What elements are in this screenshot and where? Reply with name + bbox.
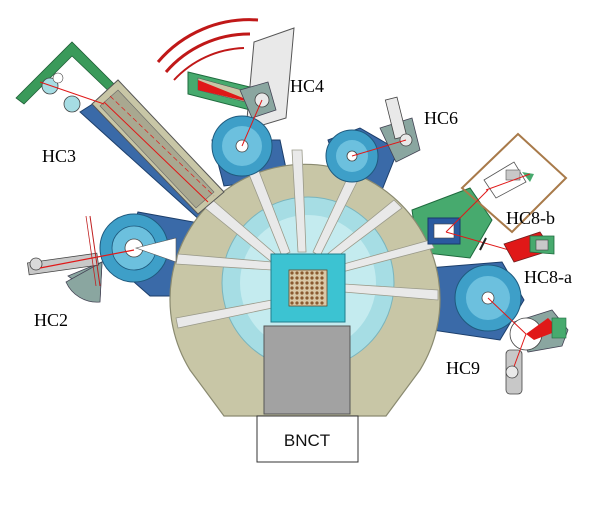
hc4-shield-arcs	[156, 18, 259, 63]
fuel-element	[295, 281, 299, 285]
fuel-element	[295, 271, 299, 275]
fuel-element	[310, 296, 314, 300]
beamline-hc8	[427, 132, 568, 263]
fuel-element	[320, 281, 324, 285]
fuel-element	[290, 281, 294, 285]
fuel-element	[300, 276, 304, 280]
fuel-element	[295, 291, 299, 295]
beam-port-labels: HC2 HC3 HC4 HC6 HC8-b HC8-a HC9	[34, 76, 572, 378]
fuel-element	[315, 286, 319, 290]
beamline-hc3	[15, 41, 225, 215]
fuel-element	[315, 276, 319, 280]
fuel-element	[290, 286, 294, 290]
reactor-core	[270, 253, 346, 323]
beamline-hc9	[454, 264, 569, 395]
fuel-element	[305, 286, 309, 290]
fuel-element	[315, 301, 319, 305]
label-hc2: HC2	[34, 310, 68, 330]
fuel-element	[320, 301, 324, 305]
beamline-hc4	[156, 18, 295, 177]
hc8b-frame	[460, 132, 568, 234]
fuel-element	[320, 291, 324, 295]
fuel-element	[315, 281, 319, 285]
bnct-column: BNCT	[256, 325, 359, 463]
fuel-element	[310, 286, 314, 290]
beamline-hc2	[27, 213, 177, 303]
fuel-element	[310, 271, 314, 275]
fuel-element	[305, 296, 309, 300]
fuel-element	[300, 296, 304, 300]
fuel-element	[310, 301, 314, 305]
fuel-element	[295, 286, 299, 290]
fuel-element	[300, 291, 304, 295]
fuel-element	[290, 291, 294, 295]
label-hc6: HC6	[424, 108, 458, 128]
bnct-box	[256, 415, 359, 463]
fuel-element	[290, 301, 294, 305]
beamline-hc6	[325, 96, 421, 183]
fuel-element	[305, 291, 309, 295]
fuel-element	[305, 301, 309, 305]
fuel-elements	[290, 271, 324, 305]
fuel-element	[315, 296, 319, 300]
fuel-element	[290, 296, 294, 300]
fuel-element	[300, 281, 304, 285]
fuel-element	[300, 301, 304, 305]
label-hc8b: HC8-b	[506, 208, 555, 228]
fuel-element	[320, 296, 324, 300]
label-hc3: HC3	[42, 146, 76, 166]
fuel-element	[310, 281, 314, 285]
fuel-element	[310, 276, 314, 280]
fuel-element	[295, 301, 299, 305]
fuel-element	[320, 271, 324, 275]
fuel-element	[290, 276, 294, 280]
fuel-element	[290, 271, 294, 275]
fuel-element	[310, 291, 314, 295]
fuel-element	[305, 281, 309, 285]
fuel-element	[315, 271, 319, 275]
fuel-element	[300, 286, 304, 290]
fuel-element	[315, 291, 319, 295]
fuel-element	[300, 271, 304, 275]
fuel-element	[305, 271, 309, 275]
label-hc9: HC9	[446, 358, 480, 378]
fuel-element	[305, 276, 309, 280]
label-bnct: BNCT	[284, 431, 330, 450]
fuel-element	[295, 296, 299, 300]
label-hc4: HC4	[290, 76, 324, 96]
fuel-element	[295, 276, 299, 280]
fuel-element	[320, 286, 324, 290]
label-hc8a: HC8-a	[524, 267, 572, 287]
fuel-element	[320, 276, 324, 280]
